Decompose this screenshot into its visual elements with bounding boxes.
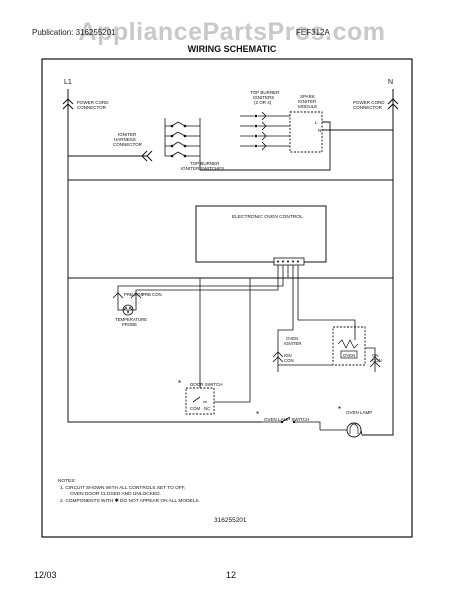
heater-element-icon <box>337 339 359 349</box>
module-terminal-l: L <box>315 120 318 125</box>
oven-label: OVEN <box>343 353 355 358</box>
ign-con-2: CON <box>284 358 294 363</box>
door-switch-com: COM <box>190 406 200 411</box>
igniters-label-1: TOP BURNER <box>250 90 280 95</box>
control-pins <box>277 260 299 263</box>
n-label: N <box>388 79 393 86</box>
power-cord-connector-left <box>62 98 74 110</box>
igniters-label-2: IGNITERS <box>253 95 274 100</box>
prb-con-right: PRB CON <box>142 292 162 297</box>
door-switch-star: * <box>178 379 181 388</box>
igniters-label-3: (2 OR 4) <box>254 100 272 105</box>
footer-date: 12/03 <box>34 570 57 580</box>
notes-line2: 2. COMPONENTS WITH ✱ DO NOT APPEAR ON AL… <box>60 498 200 504</box>
publication-header: Publication: 316255201 <box>32 28 116 37</box>
oven-lamp-icon <box>346 422 362 438</box>
door-switch-label: DOOR SWITCH <box>190 382 223 387</box>
electronic-oven-control <box>195 205 327 263</box>
temperature-probe-icon <box>122 304 134 316</box>
lamp-switch-star: * <box>256 410 259 419</box>
spark-igniter-module <box>289 111 323 153</box>
door-switch-nc: NC <box>204 406 210 411</box>
probe-label-2: PROBE <box>122 322 137 327</box>
module-label-1: SPARK <box>300 94 315 99</box>
site-watermark: AppliancePartsPros.com <box>78 18 386 46</box>
notes-line1: 1. CIRCUIT SHOWN WITH ALL CONTROLS SET T… <box>60 485 186 491</box>
l1-label: L1 <box>64 79 72 86</box>
harness-label-2: HARNESS <box>114 137 136 142</box>
oven-valve-module <box>332 326 366 366</box>
harness-label-1: IGNITER <box>118 132 137 137</box>
l1-bus <box>67 89 262 423</box>
top-burner-igniters <box>240 111 290 151</box>
notes-line1b: OVEN DOOR CLOSED AND UNLOCKED. <box>70 491 161 497</box>
oven-igniter-label-1: OVEN <box>286 336 298 341</box>
gn-con-1: GN <box>372 353 378 358</box>
ign-connector <box>272 351 284 363</box>
ign-con-1: IGN <box>284 353 292 358</box>
control-wires <box>117 265 356 350</box>
switches-label-2: IGNITER SWITCHES <box>181 166 224 171</box>
footer-page-number: 12 <box>226 570 237 580</box>
module-l-feed <box>199 121 331 171</box>
power-cord-connector-right <box>387 98 399 110</box>
control-label: ELECTRONIC OVEN CONTROL <box>232 214 303 220</box>
power-cord-right-2: CONNECTOR <box>353 105 383 110</box>
oven-lamp-switch <box>262 416 321 430</box>
oven-igniter-label-2: IGNITER <box>284 341 301 346</box>
notes-heading: NOTES: <box>58 478 76 484</box>
oven-lamp-label: OVEN LAMP <box>346 410 372 415</box>
probe-label-1: TEMPERATURE <box>115 317 147 322</box>
switch-contacts <box>170 124 187 158</box>
harness-label-3: CONNECTOR <box>113 142 143 147</box>
module-terminal-n: N <box>318 128 321 133</box>
gn-con-2: CON <box>372 358 382 363</box>
power-cord-left-1: POWER CORD <box>77 100 109 105</box>
power-cord-right-1: POWER CORD <box>353 100 385 105</box>
top-burner-switches <box>164 118 201 160</box>
switches-label-1: TOP BURNER <box>190 161 220 166</box>
module-label-3: MODULE <box>298 104 317 109</box>
schematic-frame <box>41 58 413 538</box>
igniter-dots <box>254 114 258 148</box>
gn-connector <box>369 356 381 368</box>
lamp-star: * <box>338 405 341 414</box>
igniter-harness-connector <box>141 150 153 162</box>
module-label-2: IGNITER <box>298 99 317 104</box>
power-cord-left-2: CONNECTOR <box>77 105 107 110</box>
n-bus <box>362 89 394 436</box>
page-title: WIRING SCHEMATIC <box>187 44 277 54</box>
prb-con-left: PRB CON <box>124 292 144 297</box>
part-number: 316255201 <box>214 517 247 524</box>
probe-connectors <box>112 292 142 299</box>
model-header: FEF312A <box>296 28 330 37</box>
